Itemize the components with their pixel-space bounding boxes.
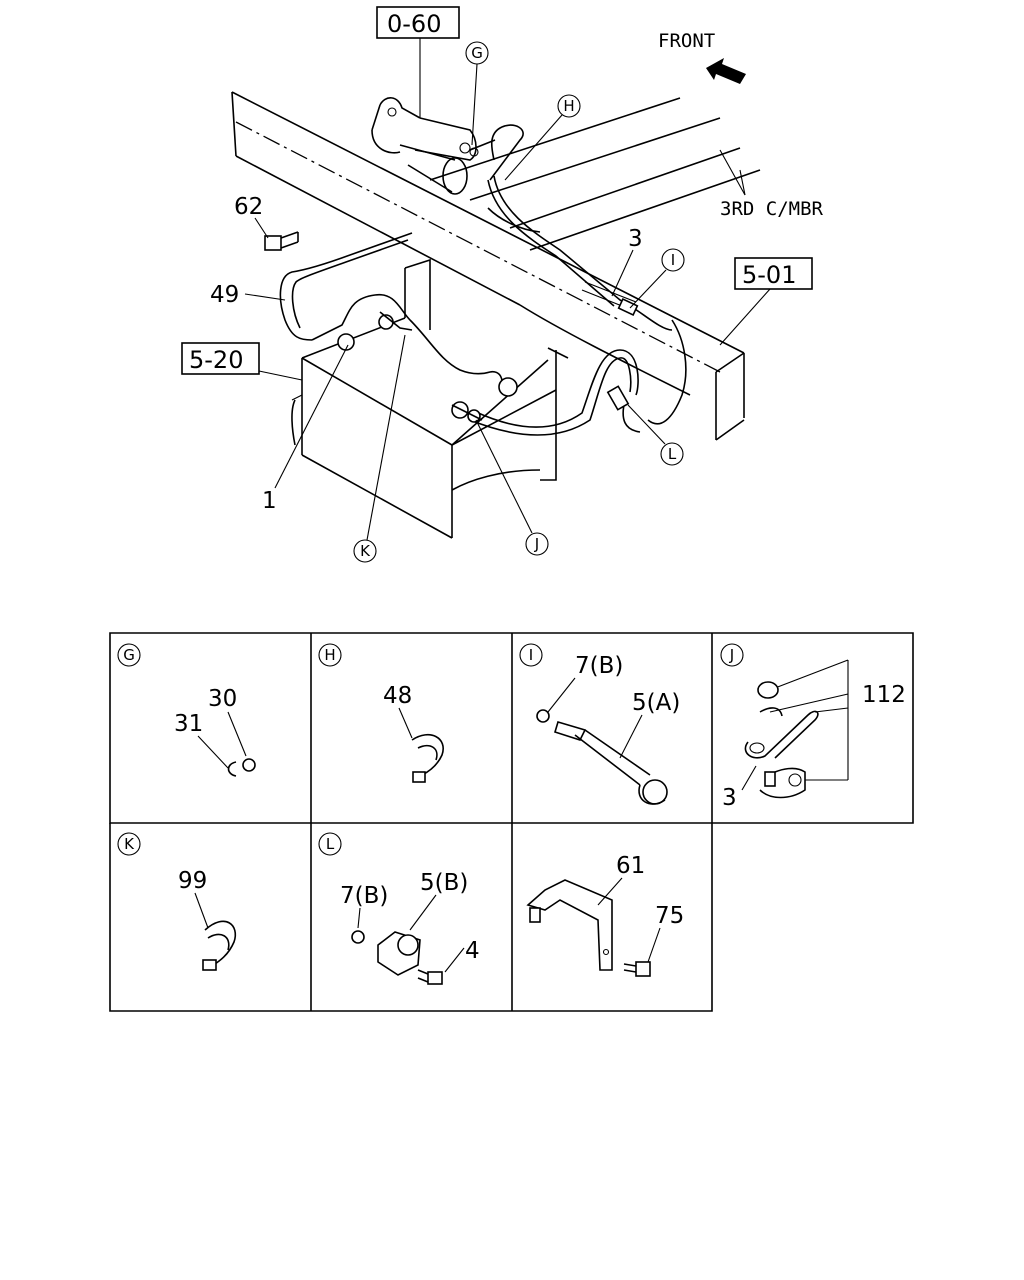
- detail-panel-g: G 30 31: [117, 643, 256, 777]
- part-3-detail-label: 3: [722, 785, 737, 811]
- ref-box-0-60: 0-60: [376, 6, 460, 118]
- detail-panel-bracket: 61 75: [526, 853, 684, 977]
- part-99-label: 99: [178, 868, 207, 894]
- part-4-label: 4: [465, 938, 480, 964]
- detail-panel-j: J 112 3: [720, 643, 906, 811]
- svg-text:5-20: 5-20: [189, 346, 243, 374]
- ref-box-5-01: 5-01: [719, 257, 813, 346]
- part-112-label: 112: [862, 682, 906, 708]
- battery-box: [291, 258, 569, 539]
- battery-cables: [279, 124, 687, 436]
- part-1-label: 1: [262, 488, 277, 514]
- detail-panel-k: K 99: [117, 832, 237, 971]
- callout-j: J: [475, 419, 549, 556]
- starter-motor: [371, 97, 477, 195]
- callout-k: K: [353, 334, 406, 563]
- svg-text:H: H: [324, 646, 335, 664]
- front-label: FRONT: [658, 30, 715, 52]
- frame-rail: [231, 91, 745, 441]
- part-62-label: 62: [234, 194, 263, 220]
- svg-text:K: K: [360, 542, 371, 560]
- part-75-label: 75: [655, 903, 684, 929]
- callout-l: L: [627, 404, 684, 466]
- battery-terminals: [337, 142, 518, 423]
- svg-text:H: H: [563, 97, 574, 115]
- svg-text:5-01: 5-01: [742, 261, 796, 289]
- svg-text:I: I: [671, 251, 675, 269]
- part-5b-label: 5(B): [420, 870, 468, 896]
- svg-text:L: L: [326, 835, 335, 853]
- svg-text:J: J: [729, 646, 734, 664]
- detail-grid: [109, 632, 914, 1012]
- svg-text:I: I: [529, 646, 533, 664]
- bolt-62: [264, 231, 299, 251]
- detail-panel-h: H 48: [318, 643, 444, 783]
- part-61-label: 61: [616, 853, 645, 879]
- callout-i: I: [629, 248, 685, 309]
- svg-text:G: G: [123, 646, 135, 664]
- svg-text:L: L: [668, 445, 677, 463]
- detail-panel-i: I 7(B) 5(A): [519, 643, 680, 805]
- front-arrow-icon: [706, 58, 746, 84]
- part-30-label: 30: [208, 686, 237, 712]
- part-3-label: 3: [628, 226, 643, 252]
- svg-text:K: K: [124, 835, 135, 853]
- part-48-label: 48: [383, 683, 412, 709]
- ref-box-5-20: 5-20: [181, 342, 303, 381]
- part-49-label: 49: [210, 282, 239, 308]
- main-assembly-view: FRONT 3RD C/MBR 0-60 5-01 5-20 62 49 3 1: [181, 6, 824, 563]
- callout-g: G: [465, 41, 489, 146]
- part-7b-label: 7(B): [575, 653, 623, 679]
- svg-text:0-60: 0-60: [387, 10, 441, 38]
- part-31-label: 31: [174, 711, 203, 737]
- detail-panel-l: L 7(B) 5(B) 4: [318, 832, 480, 985]
- callout-h: H: [504, 94, 581, 181]
- svg-text:J: J: [534, 535, 539, 553]
- part-5a-label: 5(A): [632, 690, 680, 716]
- svg-text:G: G: [471, 44, 483, 62]
- crossmember-label: 3RD C/MBR: [720, 198, 824, 220]
- crossmember: [429, 97, 761, 251]
- part-7b-detail-label: 7(B): [340, 883, 388, 909]
